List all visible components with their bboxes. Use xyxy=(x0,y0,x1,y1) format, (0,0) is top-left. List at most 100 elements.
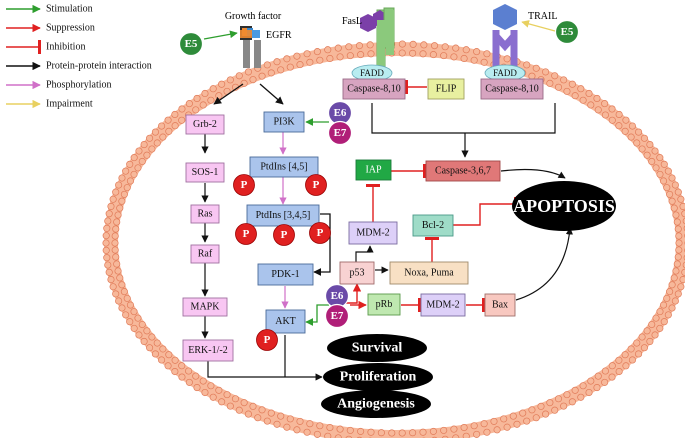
lipid-head xyxy=(673,212,679,218)
phospho-ptdins345-2: P xyxy=(274,225,295,246)
lipid-head xyxy=(307,59,313,65)
lipid-head xyxy=(112,247,118,253)
lipid-head xyxy=(430,51,436,57)
lipid-head xyxy=(660,302,666,308)
trail-label: TRAIL xyxy=(528,11,557,22)
lipid-head xyxy=(569,81,575,87)
lipid-head xyxy=(609,106,615,112)
lipid-head xyxy=(259,73,265,79)
lipid-head xyxy=(104,254,110,260)
lipid-head xyxy=(141,338,147,344)
prb-node-label: pRb xyxy=(376,299,393,310)
caspase-8-10-left: Caspase-8,10 xyxy=(343,79,405,99)
lipid-head xyxy=(664,295,670,301)
mdm2-upper-node: MDM-2 xyxy=(349,222,397,244)
ras-node: Ras xyxy=(191,205,219,223)
lipid-head xyxy=(337,426,343,432)
e7-upper: E7 xyxy=(329,122,352,145)
lipid-head xyxy=(117,205,123,211)
e5-left: E5 xyxy=(180,33,203,56)
phospho-ptdins345-3: P xyxy=(310,223,331,244)
lipid-head xyxy=(224,391,230,397)
lipid-head xyxy=(117,275,123,281)
phospho-label: P xyxy=(264,334,271,346)
lipid-head xyxy=(524,62,530,68)
sos1-node-label: SOS-1 xyxy=(192,167,219,178)
pdk1-node-label: PDK-1 xyxy=(271,269,299,280)
lipid-head xyxy=(634,140,640,146)
phospho-label: P xyxy=(243,228,250,240)
lipid-head xyxy=(347,52,353,58)
lipid-head xyxy=(578,86,584,92)
lipid-head xyxy=(673,268,679,274)
lipid-head xyxy=(653,315,659,321)
lipid-head xyxy=(236,73,242,79)
lipid-head xyxy=(172,123,178,129)
lipid-head xyxy=(160,134,166,140)
lipid-head xyxy=(259,407,265,413)
lipid-head xyxy=(287,416,293,422)
lipid-head xyxy=(671,205,677,211)
lipid-head xyxy=(284,424,290,430)
lipid-head xyxy=(158,357,164,363)
lipid-head xyxy=(250,76,256,82)
lipid-head xyxy=(484,51,490,57)
lipid-head xyxy=(135,315,141,321)
lipid-head xyxy=(420,429,426,435)
lipid-head xyxy=(241,80,247,86)
lipid-head xyxy=(675,291,681,297)
lipid-head xyxy=(113,254,119,260)
lipid-head xyxy=(639,334,645,340)
lipid-head xyxy=(139,158,145,164)
lipid-head xyxy=(440,52,446,58)
lipid-head xyxy=(629,357,635,363)
legend-label: Phosphorylation xyxy=(46,80,112,91)
lipid-head xyxy=(337,54,343,60)
lipid-head xyxy=(114,219,120,225)
lipid-head xyxy=(136,332,142,338)
lipid-head xyxy=(122,312,128,318)
lipid-head xyxy=(218,399,224,405)
lipid-head xyxy=(471,423,477,429)
lipid-head xyxy=(580,383,586,389)
lipid-head xyxy=(112,240,118,246)
lipid-head xyxy=(185,368,191,374)
lipid-head xyxy=(463,47,469,53)
lipid-head xyxy=(639,146,645,152)
lipid-head xyxy=(112,189,118,195)
lipid-head xyxy=(274,421,280,427)
lipid-head xyxy=(572,387,578,393)
lipid-head xyxy=(491,418,497,424)
fas-receptor: FasL xyxy=(342,8,394,70)
lipid-head xyxy=(127,318,133,324)
proliferation-outcome-label: Proliferation xyxy=(340,370,417,385)
lipid-head xyxy=(616,111,622,117)
survival-outcome: Survival xyxy=(327,334,427,362)
lipid-head xyxy=(680,203,685,209)
lipid-head xyxy=(378,430,384,436)
lipid-head xyxy=(127,302,133,308)
phospho-label: P xyxy=(313,179,320,191)
lipid-head xyxy=(154,140,160,146)
lipid-head xyxy=(327,424,333,430)
lipid-head xyxy=(115,182,121,188)
lipid-head xyxy=(560,403,566,409)
lipid-head xyxy=(669,305,675,311)
lipid-head xyxy=(609,363,615,369)
lipid-head xyxy=(451,54,457,60)
lipid-head xyxy=(586,90,592,96)
proliferation-outcome: Proliferation xyxy=(323,363,433,391)
sos1-node: SOS-1 xyxy=(186,163,224,182)
lipid-head xyxy=(547,399,553,405)
lipid-head xyxy=(115,268,121,274)
lipid-head xyxy=(674,219,680,225)
lipid-head xyxy=(193,373,199,379)
lipid-head xyxy=(484,429,490,435)
lipid-head xyxy=(410,41,416,47)
lipid-head xyxy=(616,368,622,374)
lipid-head xyxy=(588,102,594,108)
lipid-head xyxy=(121,288,127,294)
ptdins345-node-label: PtdIns [3,4,5] xyxy=(256,210,311,221)
lipid-head xyxy=(399,41,405,47)
